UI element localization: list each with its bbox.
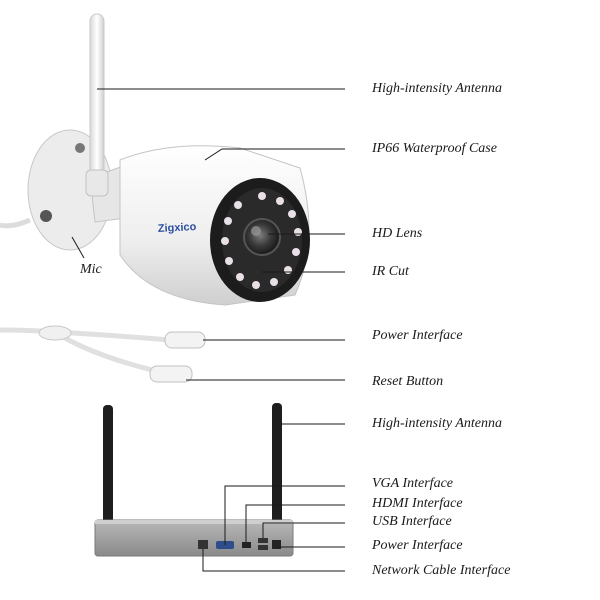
callout-camera-power: Power Interface [372, 328, 463, 343]
hdmi-port [242, 542, 251, 548]
antenna-base [85, 169, 109, 197]
ir-leds [221, 192, 302, 289]
power-port [272, 540, 281, 549]
camera-cable [0, 217, 32, 229]
leader-lines [71, 88, 345, 572]
mount-screw [40, 210, 52, 222]
callout-usb-interface: USB Interface [372, 514, 452, 529]
nvr-antenna-left [103, 405, 113, 525]
usb-port [258, 545, 268, 550]
power-connector [164, 331, 206, 349]
reset-connector [149, 365, 193, 383]
callout-camera-antenna: High-intensity Antenna [372, 81, 502, 96]
callout-mic: Mic [80, 262, 102, 277]
callout-nvr-antenna: High-intensity Antenna [372, 416, 502, 431]
callout-reset-button: Reset Button [372, 374, 444, 389]
usb-port [258, 538, 268, 543]
callout-nvr-power: Power Interface [372, 538, 463, 553]
nvr-recorder [94, 403, 294, 557]
bullet-camera: Zigxico [0, 13, 310, 306]
callout-waterproof-case: IP66 Waterproof Case [372, 141, 497, 156]
cable-splitter [38, 325, 72, 341]
camera-antenna [89, 13, 105, 190]
mount-screw [75, 143, 85, 153]
lens-glare [251, 226, 261, 236]
nvr-top-edge [95, 520, 293, 524]
lens [243, 218, 281, 256]
callout-hdmi-interface: HDMI Interface [372, 496, 463, 511]
callout-network-cable: Network Cable Interface [372, 563, 511, 578]
callout-hd-lens: HD Lens [372, 226, 423, 241]
brand-logo: Zigxico [158, 221, 197, 235]
camera-cables [0, 325, 206, 383]
network-port [198, 540, 208, 549]
callout-vga-interface: VGA Interface [372, 476, 453, 491]
nvr-antenna-right [272, 403, 282, 525]
callout-ir-cut: IR Cut [372, 264, 409, 279]
